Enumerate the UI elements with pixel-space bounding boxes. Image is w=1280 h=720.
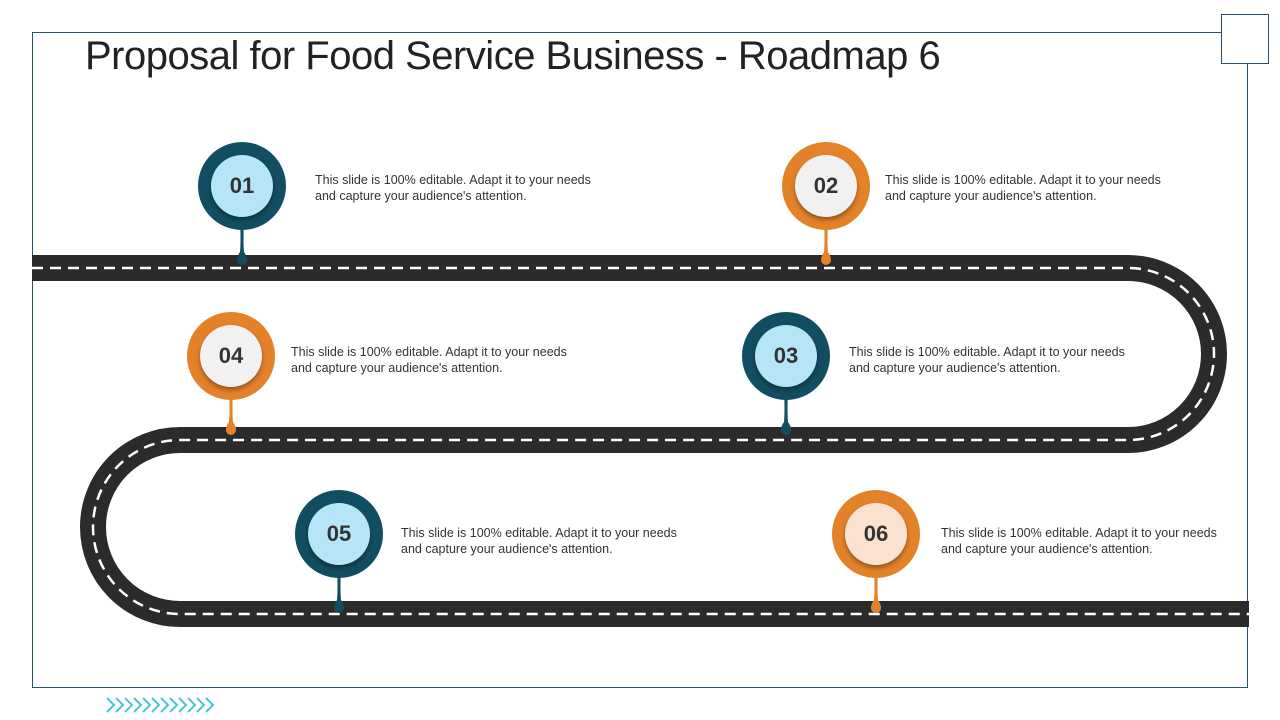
pin-tail xyxy=(871,568,881,613)
chevron-decoration xyxy=(106,697,215,713)
milestone-pin-01: 01 xyxy=(198,142,286,272)
chevron-right-icon xyxy=(160,697,170,713)
chevron-right-icon xyxy=(133,697,143,713)
chevron-right-icon xyxy=(142,697,152,713)
milestone-description-02: This slide is 100% editable. Adapt it to… xyxy=(885,173,1161,203)
chevron-right-icon xyxy=(124,697,134,713)
milestone-number: 01 xyxy=(211,155,273,217)
corner-decoration xyxy=(1221,14,1269,64)
milestone-pin-06: 06 xyxy=(832,490,920,620)
milestone-description-03: This slide is 100% editable. Adapt it to… xyxy=(849,345,1125,375)
chevron-right-icon xyxy=(169,697,179,713)
chevron-right-icon xyxy=(151,697,161,713)
milestone-pin-05: 05 xyxy=(295,490,383,620)
milestone-description-05: This slide is 100% editable. Adapt it to… xyxy=(401,526,677,556)
chevron-right-icon xyxy=(115,697,125,713)
milestone-description-01: This slide is 100% editable. Adapt it to… xyxy=(315,173,591,203)
page-title: Proposal for Food Service Business - Roa… xyxy=(85,34,941,78)
road-center-line xyxy=(32,266,1249,616)
milestone-number: 06 xyxy=(845,503,907,565)
pin-tail xyxy=(237,220,247,265)
milestone-number: 05 xyxy=(308,503,370,565)
milestone-number: 02 xyxy=(795,155,857,217)
pin-tail xyxy=(781,390,791,435)
slide-frame xyxy=(32,32,1248,688)
milestone-pin-03: 03 xyxy=(742,312,830,442)
pin-tail xyxy=(821,220,831,265)
chevron-right-icon xyxy=(196,697,206,713)
pin-tail xyxy=(334,568,344,613)
milestone-pin-02: 02 xyxy=(782,142,870,272)
chevron-right-icon xyxy=(106,697,116,713)
milestone-pin-04: 04 xyxy=(187,312,275,442)
milestone-number: 03 xyxy=(755,325,817,387)
chevron-right-icon xyxy=(187,697,197,713)
milestone-description-04: This slide is 100% editable. Adapt it to… xyxy=(291,345,567,375)
chevron-right-icon xyxy=(205,697,215,713)
chevron-right-icon xyxy=(178,697,188,713)
milestone-description-06: This slide is 100% editable. Adapt it to… xyxy=(941,526,1217,556)
milestone-number: 04 xyxy=(200,325,262,387)
pin-tail xyxy=(226,390,236,435)
